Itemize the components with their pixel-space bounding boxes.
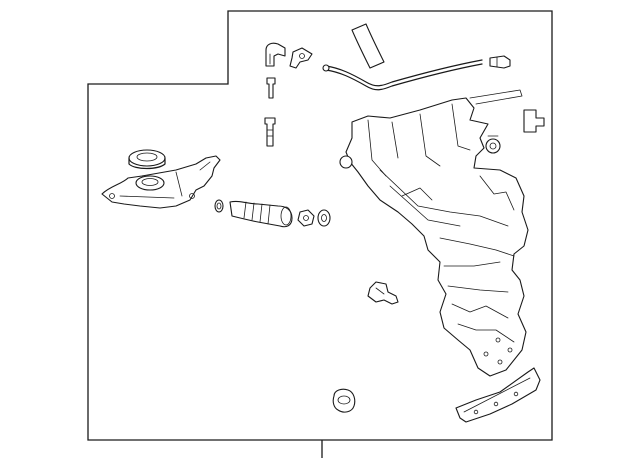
connector-icon bbox=[489, 55, 511, 69]
grommet-icon bbox=[485, 135, 501, 154]
tube-icon bbox=[322, 59, 483, 91]
pin-icon bbox=[367, 281, 399, 305]
hose-icon bbox=[229, 200, 293, 228]
nut-icon bbox=[297, 209, 315, 227]
panel-icon bbox=[339, 89, 529, 377]
cap-icon bbox=[128, 149, 166, 170]
bolt-icon bbox=[264, 77, 276, 147]
valve-icon bbox=[289, 47, 313, 69]
clamp-icon bbox=[214, 199, 224, 213]
diagram-frame bbox=[87, 10, 553, 441]
weatherstrip-icon bbox=[351, 23, 385, 69]
plug-icon bbox=[332, 388, 356, 413]
elbow-icon bbox=[265, 42, 286, 67]
washer-icon bbox=[317, 209, 331, 227]
reservoir-icon bbox=[101, 155, 221, 209]
clip-icon bbox=[523, 109, 545, 133]
bracket-icon bbox=[455, 367, 541, 423]
